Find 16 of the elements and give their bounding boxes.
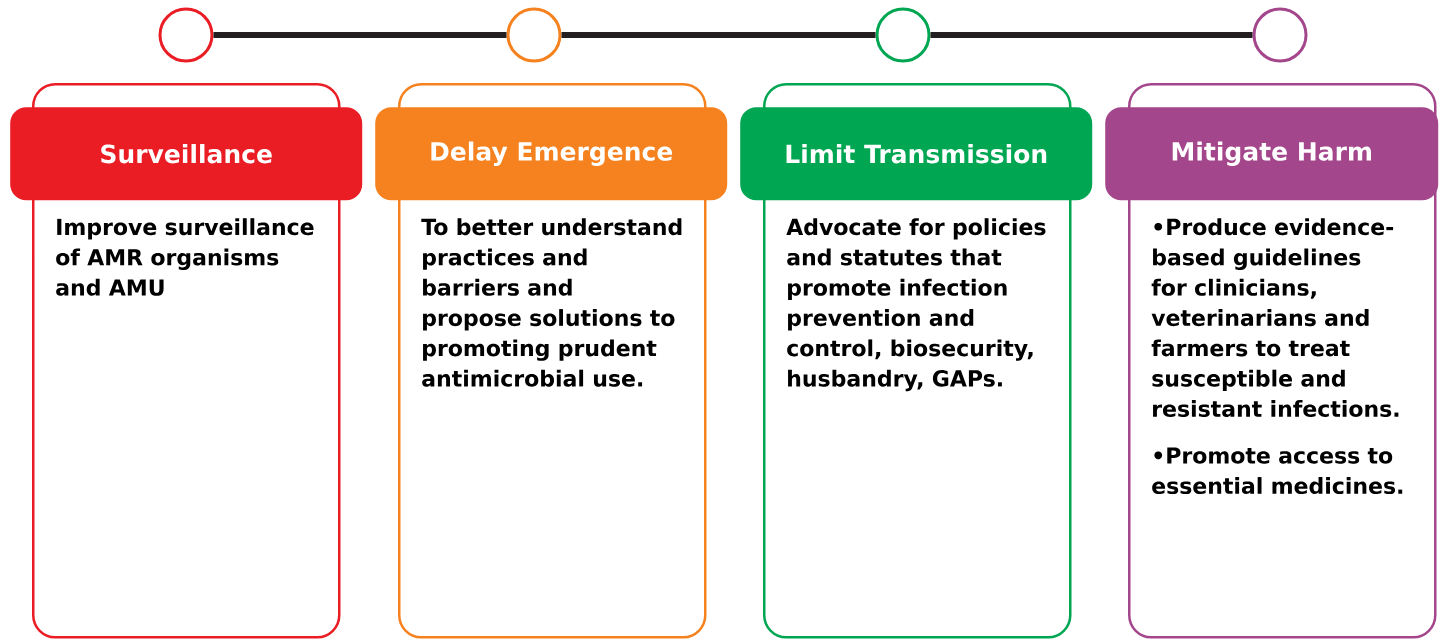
connector-line <box>213 32 507 38</box>
card-text: Improve surveillance of AMR organisms and AMU <box>56 218 314 296</box>
connector-line <box>561 32 876 38</box>
card-text: •Produce evidence-based guidelines for clinicians, veterinarians and farmers to treat susceptible and resistant infections. <box>1151 218 1399 418</box>
connector-line <box>930 32 1253 38</box>
header-band: Delay Emergence <box>375 107 728 201</box>
circle <box>158 7 214 63</box>
circle <box>506 7 562 63</box>
header-band: Limit Transmission <box>740 107 1093 201</box>
card-text: Advocate for policies and statutes that promote infection prevention and control, biosecurity, husbandry, GAPs. <box>786 218 1046 392</box>
circle <box>875 7 931 63</box>
header-band: Mitigate Harm <box>1105 107 1439 201</box>
header-band: Surveillance <box>10 107 363 201</box>
circle <box>1252 7 1308 63</box>
card-text: To better understand practices and barriers and propose solutions to promoting prudent antimicrobial use. <box>421 218 682 387</box>
card-text: •Promote access to essential medicines. <box>1152 447 1403 495</box>
